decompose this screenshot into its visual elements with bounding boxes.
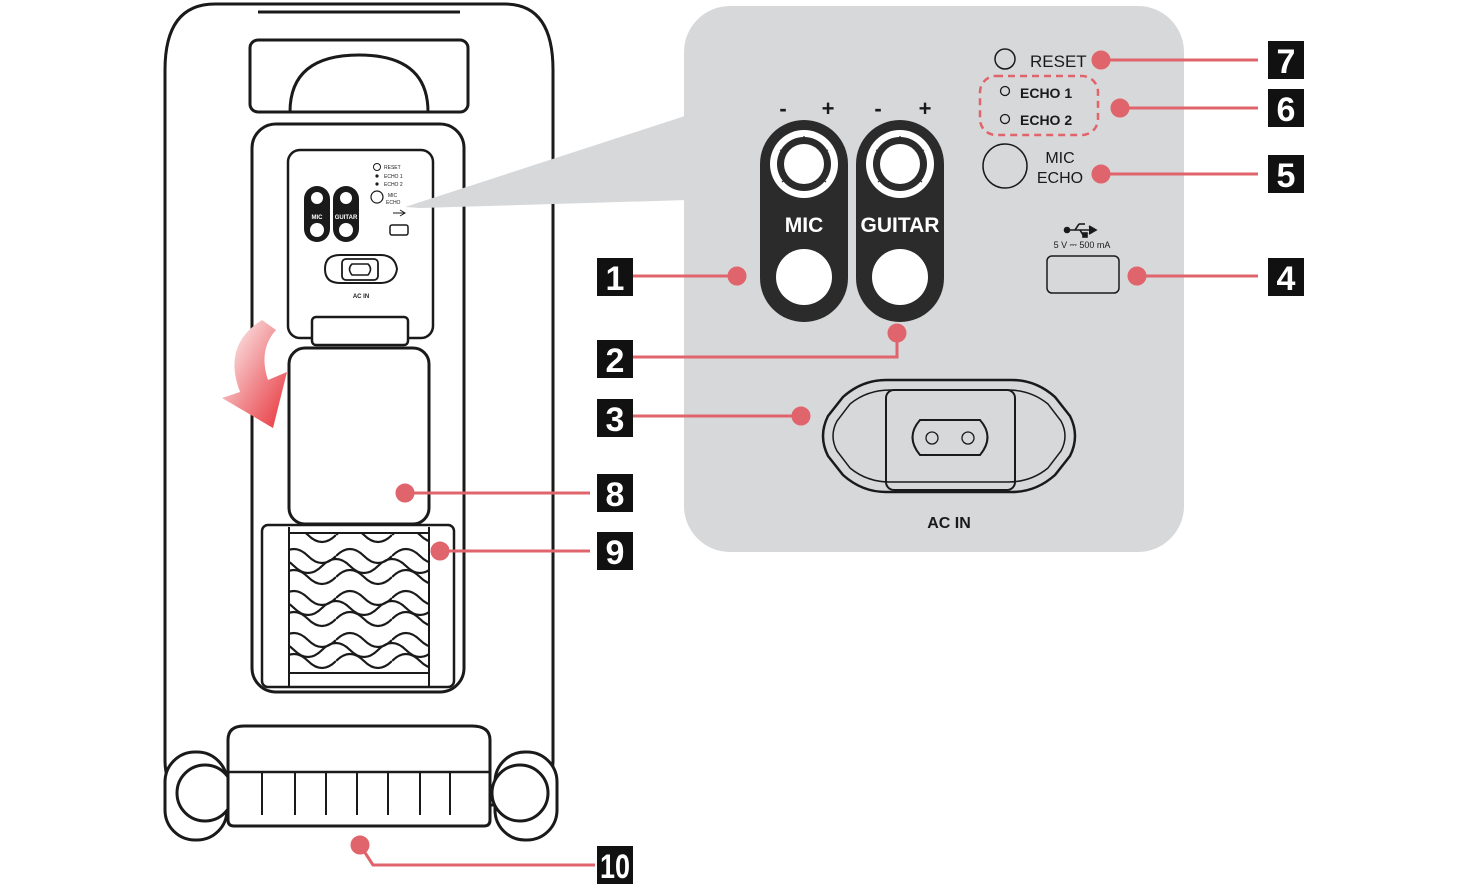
callout-badge-5: 5 — [1268, 155, 1304, 195]
usb-port[interactable] — [1046, 255, 1120, 294]
mini-mic-echo-line1: MIC — [388, 193, 398, 199]
echo1-indicator-led — [999, 85, 1011, 97]
echo1-label: ECHO 1 — [1020, 85, 1072, 101]
guitar-input-jack[interactable] — [872, 249, 928, 305]
mini-usb-port — [389, 224, 409, 236]
mini-echo1-label: ECHO 1 — [384, 174, 403, 180]
usb-rating-label: 5 V ⎓ 500 mA — [1054, 240, 1111, 250]
storage-pocket — [260, 523, 456, 689]
mic-volume-knob[interactable] — [784, 144, 824, 184]
mini-echo2-label: ECHO 2 — [384, 182, 403, 188]
zoom-projection — [405, 115, 688, 208]
reset-button[interactable] — [994, 48, 1016, 70]
callout-badge-4: 4 — [1268, 258, 1304, 298]
svg-text:5: 5 — [1277, 157, 1296, 195]
echo2-indicator-led — [999, 113, 1011, 125]
mini-ac-inlet — [323, 254, 399, 284]
open-direction-arrow — [222, 320, 287, 428]
guitar-knob-plus: + — [919, 96, 932, 121]
callout-badge-1: 1 — [597, 258, 633, 298]
svg-text:4: 4 — [1277, 260, 1296, 298]
top-handle — [248, 38, 470, 114]
svg-text:7: 7 — [1277, 43, 1296, 81]
callout-leaders — [350, 50, 1258, 867]
mini-reset-label: RESET — [384, 165, 401, 171]
reset-label: RESET — [1030, 52, 1087, 71]
guitar-input-module: GUITAR - + — [856, 96, 944, 322]
mini-control-panel: MIC GUITAR RESET ECHO 1 ECHO 2 MIC ECHO … — [286, 148, 435, 340]
guitar-label: GUITAR — [861, 214, 940, 237]
callout-badge-8: 8 — [597, 474, 633, 514]
svg-text:10: 10 — [600, 848, 630, 886]
mic-input-module: MIC - + — [760, 96, 848, 322]
ac-in-socket[interactable] — [821, 378, 1077, 494]
guitar-volume-knob[interactable] — [880, 144, 920, 184]
mic-label: MIC — [785, 214, 824, 237]
callout-badge-9: 9 — [597, 532, 633, 572]
svg-text:1: 1 — [606, 260, 625, 298]
cover-hinge — [310, 315, 410, 347]
mini-mic-echo-line2: ECHO — [386, 200, 401, 206]
callout-badge-6: 6 — [1268, 89, 1304, 129]
mic-input-jack[interactable] — [776, 249, 832, 305]
svg-text:9: 9 — [606, 534, 625, 572]
usb-icon — [1063, 223, 1098, 238]
echo2-label: ECHO 2 — [1020, 112, 1072, 128]
mic-echo-button[interactable] — [982, 143, 1028, 189]
mini-mic-label: MIC — [312, 215, 324, 221]
callout-badge-2: 2 — [597, 340, 633, 380]
mini-ac-in-label: AC IN — [353, 294, 369, 300]
svg-text:6: 6 — [1277, 91, 1296, 129]
guitar-knob-minus: - — [874, 96, 881, 121]
echo-indicator-group — [978, 74, 1100, 137]
callout-badge-10: 10 — [597, 846, 633, 886]
svg-text:3: 3 — [606, 401, 625, 439]
mic-knob-minus: - — [779, 96, 786, 121]
mic-echo-label-line1: MIC — [1045, 150, 1074, 167]
mic-echo-label-line2: ECHO — [1037, 170, 1083, 187]
svg-text:8: 8 — [606, 476, 625, 514]
svg-text:2: 2 — [606, 342, 625, 380]
mini-guitar-label: GUITAR — [335, 215, 358, 221]
mic-knob-plus: + — [822, 96, 835, 121]
callout-badge-3: 3 — [597, 399, 633, 439]
ac-in-label: AC IN — [927, 515, 971, 532]
callout-badge-7: 7 — [1268, 41, 1304, 81]
wheel-base — [163, 724, 559, 842]
